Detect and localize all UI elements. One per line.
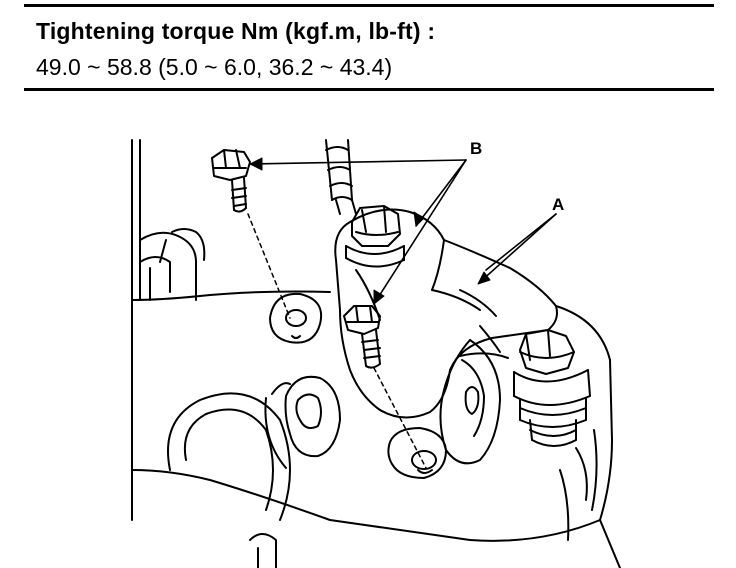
top-rule [24, 4, 714, 7]
left-bracket [139, 228, 206, 301]
torque-heading: Tightening torque Nm (kgf.m, lb-ft) : [36, 18, 436, 44]
bottom-rule [24, 88, 714, 91]
bolt-b-lower [343, 305, 381, 369]
block-bolt-hole [269, 292, 322, 344]
callout-label-a: A [552, 195, 564, 214]
top-hose [325, 139, 357, 215]
bolt-alignment-guides [247, 213, 427, 469]
right-housing [439, 305, 613, 541]
bolt-b-upper [211, 149, 251, 213]
callout-leaders [249, 159, 557, 305]
lower-mid-boss [264, 375, 447, 479]
lower-left-housing [167, 392, 291, 568]
torque-value: 49.0 ~ 58.8 (5.0 ~ 6.0, 36.2 ~ 43.4) [36, 54, 393, 80]
torque-spec-block: Tightening torque Nm (kgf.m, lb-ft) : 49… [24, 0, 714, 92]
right-stud-nut [513, 329, 591, 447]
callout-arrowheads [249, 157, 491, 305]
engine-block-outline [131, 139, 621, 568]
callout-label-b: B [470, 139, 482, 158]
bracket-top-nut [345, 205, 405, 268]
